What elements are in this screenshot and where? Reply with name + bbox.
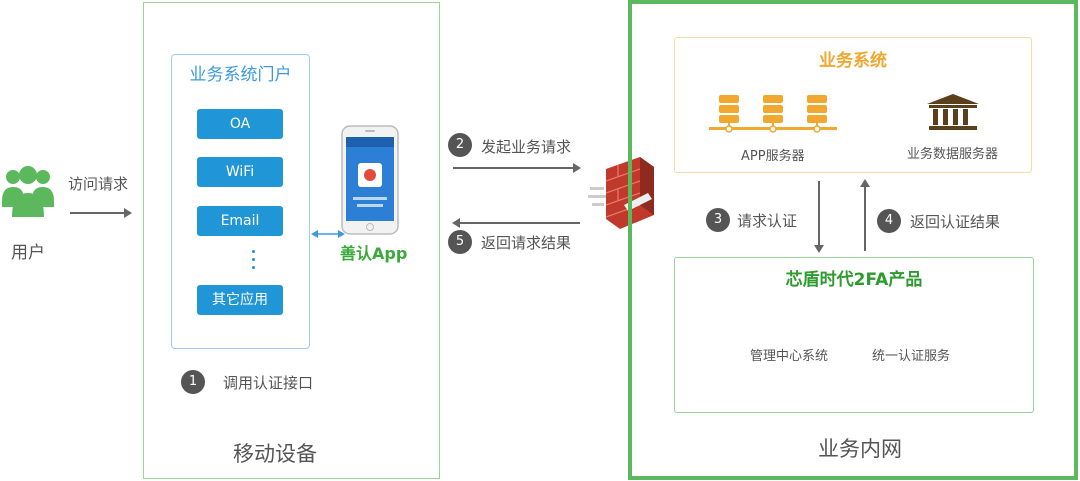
- app-email-button[interactable]: Email: [197, 206, 283, 236]
- step-4-arrow: [859, 179, 871, 251]
- step-4-badge: 4: [877, 209, 901, 233]
- step-3-badge: 3: [706, 208, 730, 232]
- app-other-button[interactable]: 其它应用: [197, 285, 283, 315]
- step-4-label: 返回认证结果: [910, 213, 1001, 231]
- user-label: 用户: [11, 243, 45, 263]
- app-oa-button[interactable]: OA: [197, 109, 283, 139]
- 2fa-product-box: [674, 257, 1034, 413]
- step-2-label: 发起业务请求: [481, 138, 572, 156]
- data-server-icon: [927, 94, 979, 132]
- visit-request-label: 访问请求: [68, 175, 129, 193]
- step-1-badge: 1: [181, 370, 205, 394]
- intranet-title: 业务内网: [818, 437, 902, 461]
- portal-title: 业务系统门户: [189, 65, 292, 85]
- business-system-title: 业务系统: [819, 51, 887, 71]
- double-arrow-icon: [311, 225, 345, 238]
- mobile-device-frame: [143, 2, 440, 479]
- step-5-label: 返回请求结果: [481, 234, 572, 252]
- app-server-icon: [709, 93, 837, 135]
- step-3-label: 请求认证: [737, 212, 798, 230]
- phone-icon: [341, 125, 399, 235]
- management-center-label: 管理中心系统: [750, 349, 829, 364]
- step-5-arrow: [452, 214, 580, 228]
- shanren-app-label: 善认App: [340, 244, 408, 263]
- step-3-arrow: [813, 181, 825, 253]
- app-wifi-button[interactable]: WiFi: [197, 157, 283, 187]
- step-2-badge: 2: [448, 133, 472, 157]
- mobile-device-title: 移动设备: [233, 442, 317, 466]
- step-1-label: 调用认证接口: [223, 374, 314, 392]
- unified-auth-service-label: 统一认证服务: [872, 349, 951, 364]
- app-server-label: APP服务器: [741, 149, 805, 164]
- step-5-badge: 5: [448, 230, 472, 254]
- data-server-label: 业务数据服务器: [907, 147, 999, 162]
- intranet-frame: [628, 0, 1078, 480]
- step-2-arrow: [453, 159, 581, 173]
- visit-request-arrow: [70, 204, 132, 218]
- 2fa-product-title: 芯盾时代2FA产品: [785, 270, 923, 290]
- user-icon: [2, 163, 54, 219]
- more-dots-icon: [251, 250, 257, 274]
